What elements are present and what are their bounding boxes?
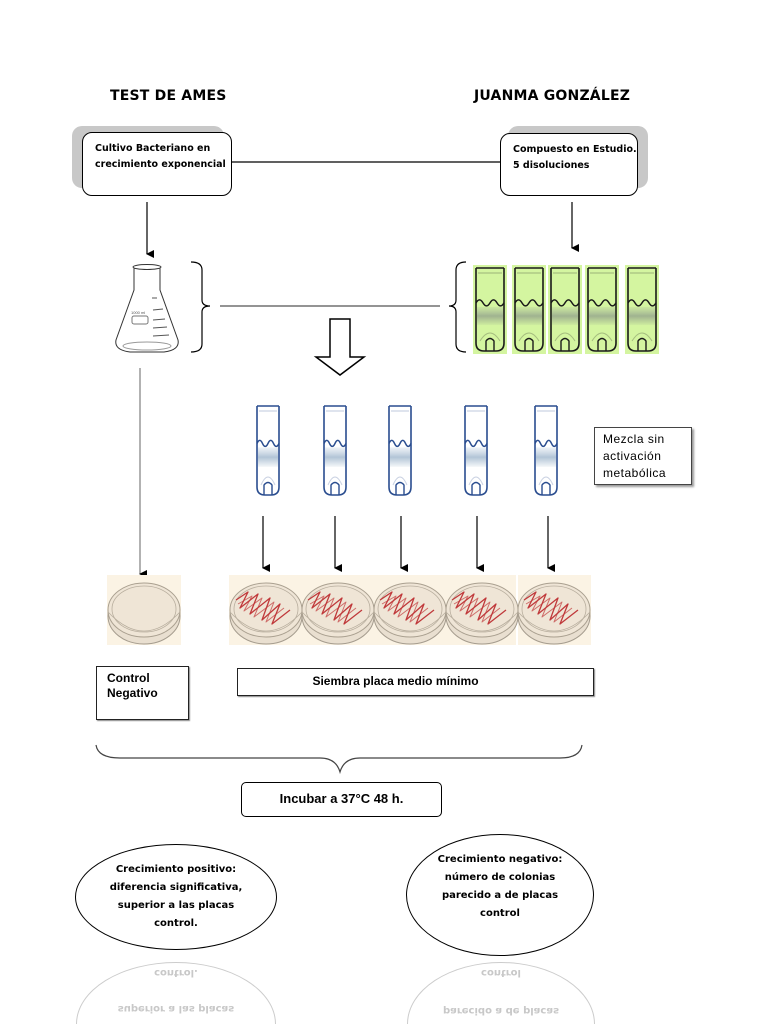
positive-line-2: diferencia significativa, <box>109 882 243 893</box>
culture-box-line-1: Cultivo Bacteriano en <box>95 143 211 154</box>
positive-line-4: control. <box>154 918 198 929</box>
positive-line-1: Crecimiento positivo: <box>115 864 237 875</box>
mix-callout: Mezcla sin activación metabólica <box>594 427 692 485</box>
dilution-tube-icon <box>548 265 582 354</box>
sowing-label: Siembra placa medio mínimo <box>312 674 479 688</box>
flask-volume-label: 1000 ml <box>131 310 145 315</box>
dilution-tube-icon <box>512 265 546 354</box>
mix-tube-icon <box>464 405 488 496</box>
reflection-line-b: superior a las placas <box>117 1003 235 1014</box>
bracket-tubes <box>448 261 467 353</box>
negative-line-3: parecido a de placas <box>441 890 559 901</box>
incubate-label: Incubar a 37°C 48 h. <box>279 791 404 806</box>
dilution-tube-icon <box>585 265 619 354</box>
sowing-box: Siembra placa medio mínimo <box>237 668 594 696</box>
process-down-arrow-icon <box>313 318 367 376</box>
positive-line-3: superior a las placas <box>117 900 235 911</box>
compound-box: Compuesto en Estudio. 5 disoluciones <box>500 133 638 196</box>
mix-tube-icon <box>534 405 558 496</box>
dilution-tubes-group <box>473 265 659 354</box>
control-label-line-2: Negativo <box>107 686 158 700</box>
positive-outcome-reflection: superior a las placas control. superior … <box>76 962 276 1024</box>
negative-outcome-reflection: control parecido a de placas <box>407 962 595 1024</box>
streaked-plate <box>301 582 375 645</box>
control-negative-box: Control Negativo <box>96 666 189 720</box>
dilution-tube-icon <box>473 265 507 354</box>
reflection-line-a: control. <box>154 967 198 978</box>
callout-line-2: activación <box>603 449 662 463</box>
reflection-line-c: control <box>481 967 521 978</box>
callout-line-3: metabólica <box>603 466 667 480</box>
reflection-line-d: parecido a de placas <box>442 1005 560 1016</box>
streaked-plate <box>373 582 447 645</box>
mix-tube-icon <box>323 405 347 496</box>
bottom-brace <box>95 744 583 775</box>
control-plate <box>107 582 181 645</box>
mix-tube-icon <box>256 405 280 496</box>
negative-line-1: Crecimiento negativo: <box>437 854 563 865</box>
erlenmeyer-flask-icon: 1000 ml <box>115 264 179 353</box>
streaked-plate <box>445 582 519 645</box>
compound-box-line-2: 5 disoluciones <box>513 160 590 171</box>
streaked-plate <box>517 582 591 645</box>
culture-box-line-2: crecimiento exponencial <box>95 159 226 170</box>
bracket-flask <box>190 261 211 353</box>
plates-group <box>107 575 591 645</box>
diagram-title: TEST DE AMES <box>110 88 227 104</box>
tube-to-plate-arrows <box>262 516 555 572</box>
dilution-tube-icon <box>625 265 659 354</box>
positive-outcome-ellipse: Crecimiento positivo: diferencia signifi… <box>75 844 277 950</box>
negative-line-2: número de colonias <box>444 872 556 883</box>
author-name: JUANMA GONZÁLEZ <box>474 88 631 104</box>
compound-box-line-1: Compuesto en Estudio. <box>513 144 637 155</box>
incubate-box: Incubar a 37°C 48 h. <box>241 782 442 817</box>
streaked-plate <box>229 582 303 645</box>
mix-tubes-group <box>256 405 558 496</box>
negative-outcome-ellipse: Crecimiento negativo: número de colonias… <box>406 834 594 956</box>
callout-line-1: Mezcla sin <box>603 432 665 446</box>
negative-line-4: control <box>480 908 520 919</box>
control-label-line-1: Control <box>107 671 150 685</box>
culture-box: Cultivo Bacteriano en crecimiento expone… <box>82 132 232 196</box>
mix-tube-icon <box>388 405 412 496</box>
